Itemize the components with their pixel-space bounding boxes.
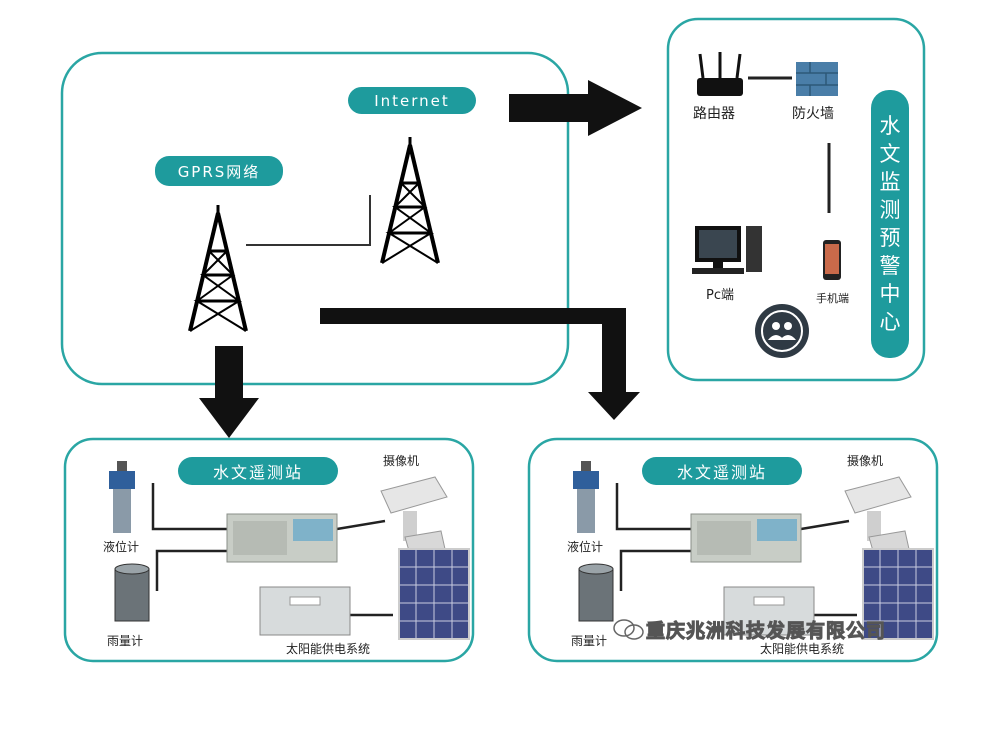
station-left-title: 水文遥测站 — [178, 457, 338, 485]
station-left-rain-label: 雨量计 — [107, 634, 144, 648]
watermark-text: 重庆兆洲科技发展有限公司 — [645, 619, 887, 642]
firewall-label: 防火墙 — [792, 106, 834, 122]
arrow-to-station-right — [320, 308, 640, 420]
station-left-camera-label: 摄像机 — [383, 454, 420, 468]
gprs-label: GPRS网络 — [155, 156, 283, 186]
tower-link-line — [246, 195, 371, 246]
station-left-level-label: 液位计 — [103, 540, 140, 554]
pc-label: Pc端 — [706, 288, 734, 303]
station-right-title: 水文遥测站 — [642, 457, 802, 485]
firewall-icon — [796, 62, 838, 96]
network-box — [60, 51, 570, 386]
users-icon — [755, 304, 809, 358]
phone-icon — [823, 240, 841, 280]
watermark: 重庆兆洲科技发展有限公司 — [612, 616, 942, 642]
router-label: 路由器 — [693, 106, 735, 122]
station-right-level-label: 液位计 — [567, 540, 604, 554]
wechat-icon — [613, 619, 644, 640]
router-icon — [697, 52, 743, 96]
center-box — [666, 17, 926, 382]
arrow-to-center — [509, 80, 642, 136]
station-right-camera-label: 摄像机 — [847, 454, 884, 468]
phone-label: 手机端 — [816, 292, 849, 305]
pc-icon — [692, 226, 762, 274]
internet-label: Internet — [348, 87, 476, 114]
center-title: 水 文 监 测 预 警 中 心 — [871, 90, 909, 358]
station-right-solar-label: 太阳能供电系统 — [760, 642, 845, 656]
station-left-solar-label: 太阳能供电系统 — [286, 642, 371, 656]
arrow-to-station-left — [199, 346, 259, 438]
station-right-rain-label: 雨量计 — [571, 634, 608, 648]
